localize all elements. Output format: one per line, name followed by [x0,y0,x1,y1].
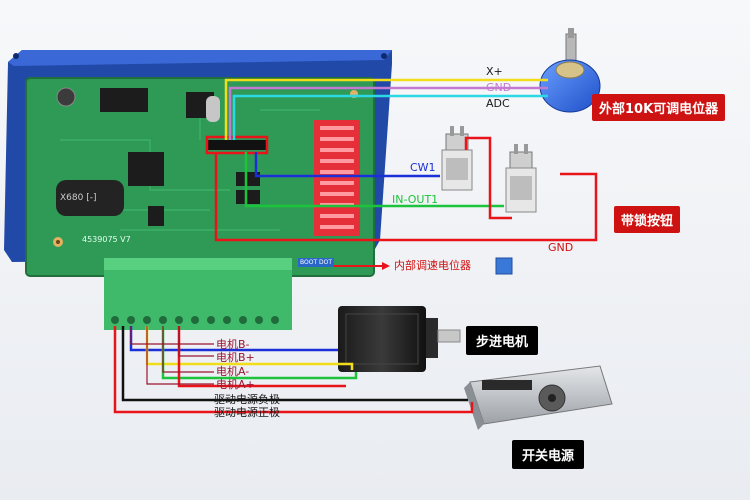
label-x-plus: X+ [486,65,503,78]
label-motor-b-plus: 电机B+ [216,351,255,364]
label-pot-gnd: GND [486,81,512,94]
external-potentiometer [539,28,601,113]
button-tag: 带锁按钮 [614,206,681,233]
switching-power-supply [464,365,613,430]
chip-label: 4539075 V7 [82,235,131,244]
latching-button-2 [505,144,537,213]
internal-pot-chip: BOOT DOT [298,258,335,267]
label-adc: ADC [486,97,510,110]
motor-tag: 步进电机 [466,326,539,355]
label-power-positive: 驱动电源正极 [214,406,280,419]
pcb-board [25,77,375,277]
stepper-motor [338,306,461,372]
label-button-gnd: GND [548,241,574,254]
label-motor-a-plus: 电机A+ [216,378,255,391]
label-cw1: CW1 [410,161,436,174]
label-leaders [130,326,214,385]
psu-tag: 开关电源 [512,440,585,469]
label-power-negative: 驱动电源负极 [214,393,280,406]
latching-button-1 [441,126,473,191]
label-motor-a-minus: 电机A- [216,365,250,378]
capacitor-label: X680 [-] [60,193,97,203]
label-in-out1: IN-OUT1 [392,193,439,206]
terminal-block [104,258,292,330]
internal-pot-label: 内部调速电位器 [394,259,471,272]
external-pot-tag: 外部10K可调电位器 [592,94,726,121]
internal-pot-arrow [328,257,513,275]
label-motor-b-minus: 电机B- [216,338,250,351]
